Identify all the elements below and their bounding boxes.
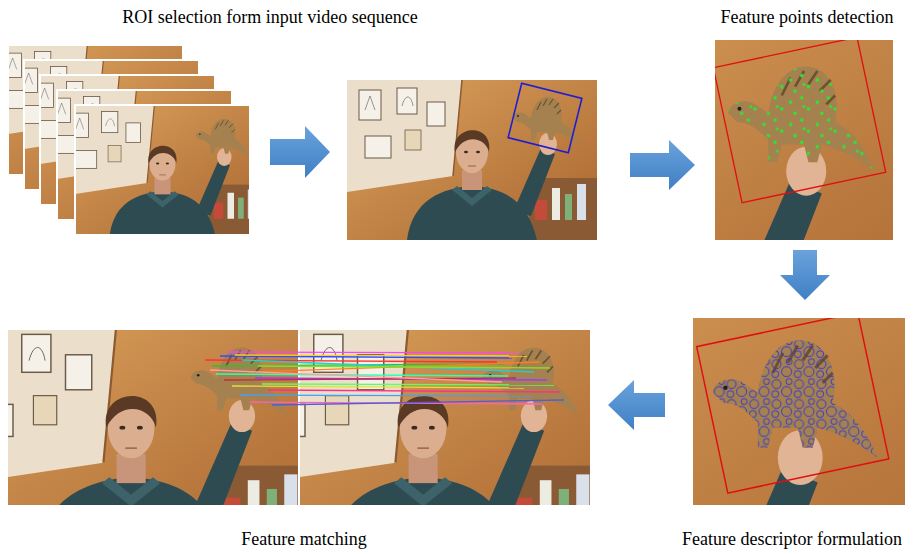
roi-frame (347, 80, 597, 240)
block-arrow (780, 250, 830, 300)
process-step: Feature matching (0, 325, 608, 554)
process-step: Feature descriptor formulation (665, 300, 919, 554)
block-arrow (270, 126, 330, 178)
feature-matching-frame (0, 323, 605, 554)
process-step: ROI selection form input video sequence (0, 0, 630, 245)
step-caption: ROI selection form input video sequence (0, 6, 540, 28)
step-caption: Feature matching (0, 528, 608, 550)
block-arrow (608, 380, 665, 430)
video-frame-stack (0, 45, 264, 235)
step-caption: Feature points detection (695, 6, 919, 28)
step-caption: Feature descriptor formulation (665, 528, 919, 550)
block-arrow (630, 140, 695, 190)
process-step: Feature points detection (695, 0, 919, 250)
